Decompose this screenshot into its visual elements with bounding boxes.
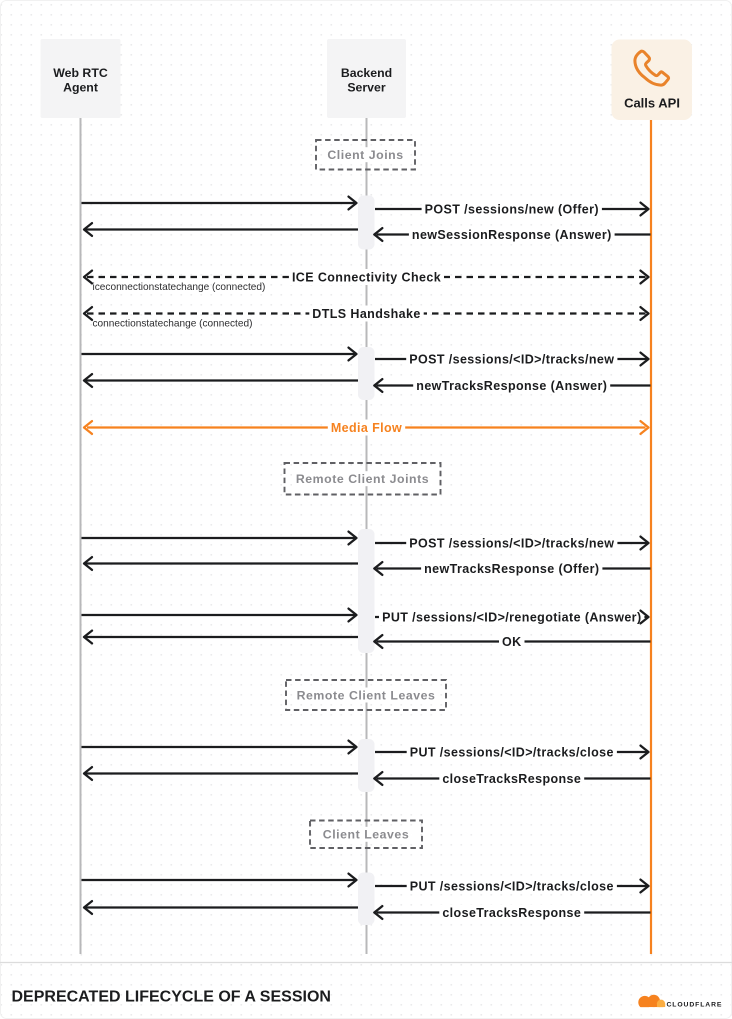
svg-text:OK: OK (502, 635, 522, 649)
svg-text:Media Flow: Media Flow (331, 421, 402, 435)
svg-text:PUT /sessions/<ID>/tracks/clos: PUT /sessions/<ID>/tracks/close (410, 879, 614, 893)
svg-text:iceconnectionstatechange (conn: iceconnectionstatechange (connected) (93, 282, 266, 293)
svg-text:closeTracksResponse: closeTracksResponse (442, 772, 581, 786)
svg-text:POST /sessions/<ID>/tracks/new: POST /sessions/<ID>/tracks/new (409, 536, 614, 550)
svg-text:connectionstatechange (connect: connectionstatechange (connected) (93, 319, 253, 330)
svg-text:Agent: Agent (63, 80, 98, 94)
svg-text:newSessionResponse (Answer): newSessionResponse (Answer) (412, 228, 612, 242)
svg-text:Server: Server (347, 80, 386, 94)
svg-text:POST /sessions/<ID>/tracks/new: POST /sessions/<ID>/tracks/new (409, 352, 614, 366)
svg-text:Remote Client Joints: Remote Client Joints (296, 472, 429, 486)
svg-text:closeTracksResponse: closeTracksResponse (442, 906, 581, 920)
svg-text:ICE Connectivity Check: ICE Connectivity Check (292, 270, 441, 284)
svg-text:Web RTC: Web RTC (53, 66, 108, 80)
svg-text:DTLS Handshake: DTLS Handshake (312, 307, 420, 321)
svg-text:Client Joins: Client Joins (327, 148, 403, 162)
svg-text:PUT /sessions/<ID>/tracks/clos: PUT /sessions/<ID>/tracks/close (410, 745, 614, 759)
svg-text:CLOUDFLARE: CLOUDFLARE (667, 1001, 723, 1008)
svg-text:PUT /sessions/<ID>/renegotiate: PUT /sessions/<ID>/renegotiate (Answer) (382, 610, 641, 624)
svg-text:Calls API: Calls API (624, 95, 680, 110)
svg-text:Remote Client Leaves: Remote Client Leaves (297, 688, 436, 702)
svg-text:Backend: Backend (341, 66, 392, 80)
svg-text:newTracksResponse (Answer): newTracksResponse (Answer) (416, 379, 607, 393)
svg-text:newTracksResponse (Offer): newTracksResponse (Offer) (424, 562, 599, 576)
svg-text:Client Leaves: Client Leaves (323, 828, 409, 842)
svg-text:POST /sessions/new (Offer): POST /sessions/new (Offer) (425, 202, 599, 216)
svg-text:DEPRECATED LIFECYCLE OF A SESS: DEPRECATED LIFECYCLE OF A SESSION (12, 989, 331, 1006)
